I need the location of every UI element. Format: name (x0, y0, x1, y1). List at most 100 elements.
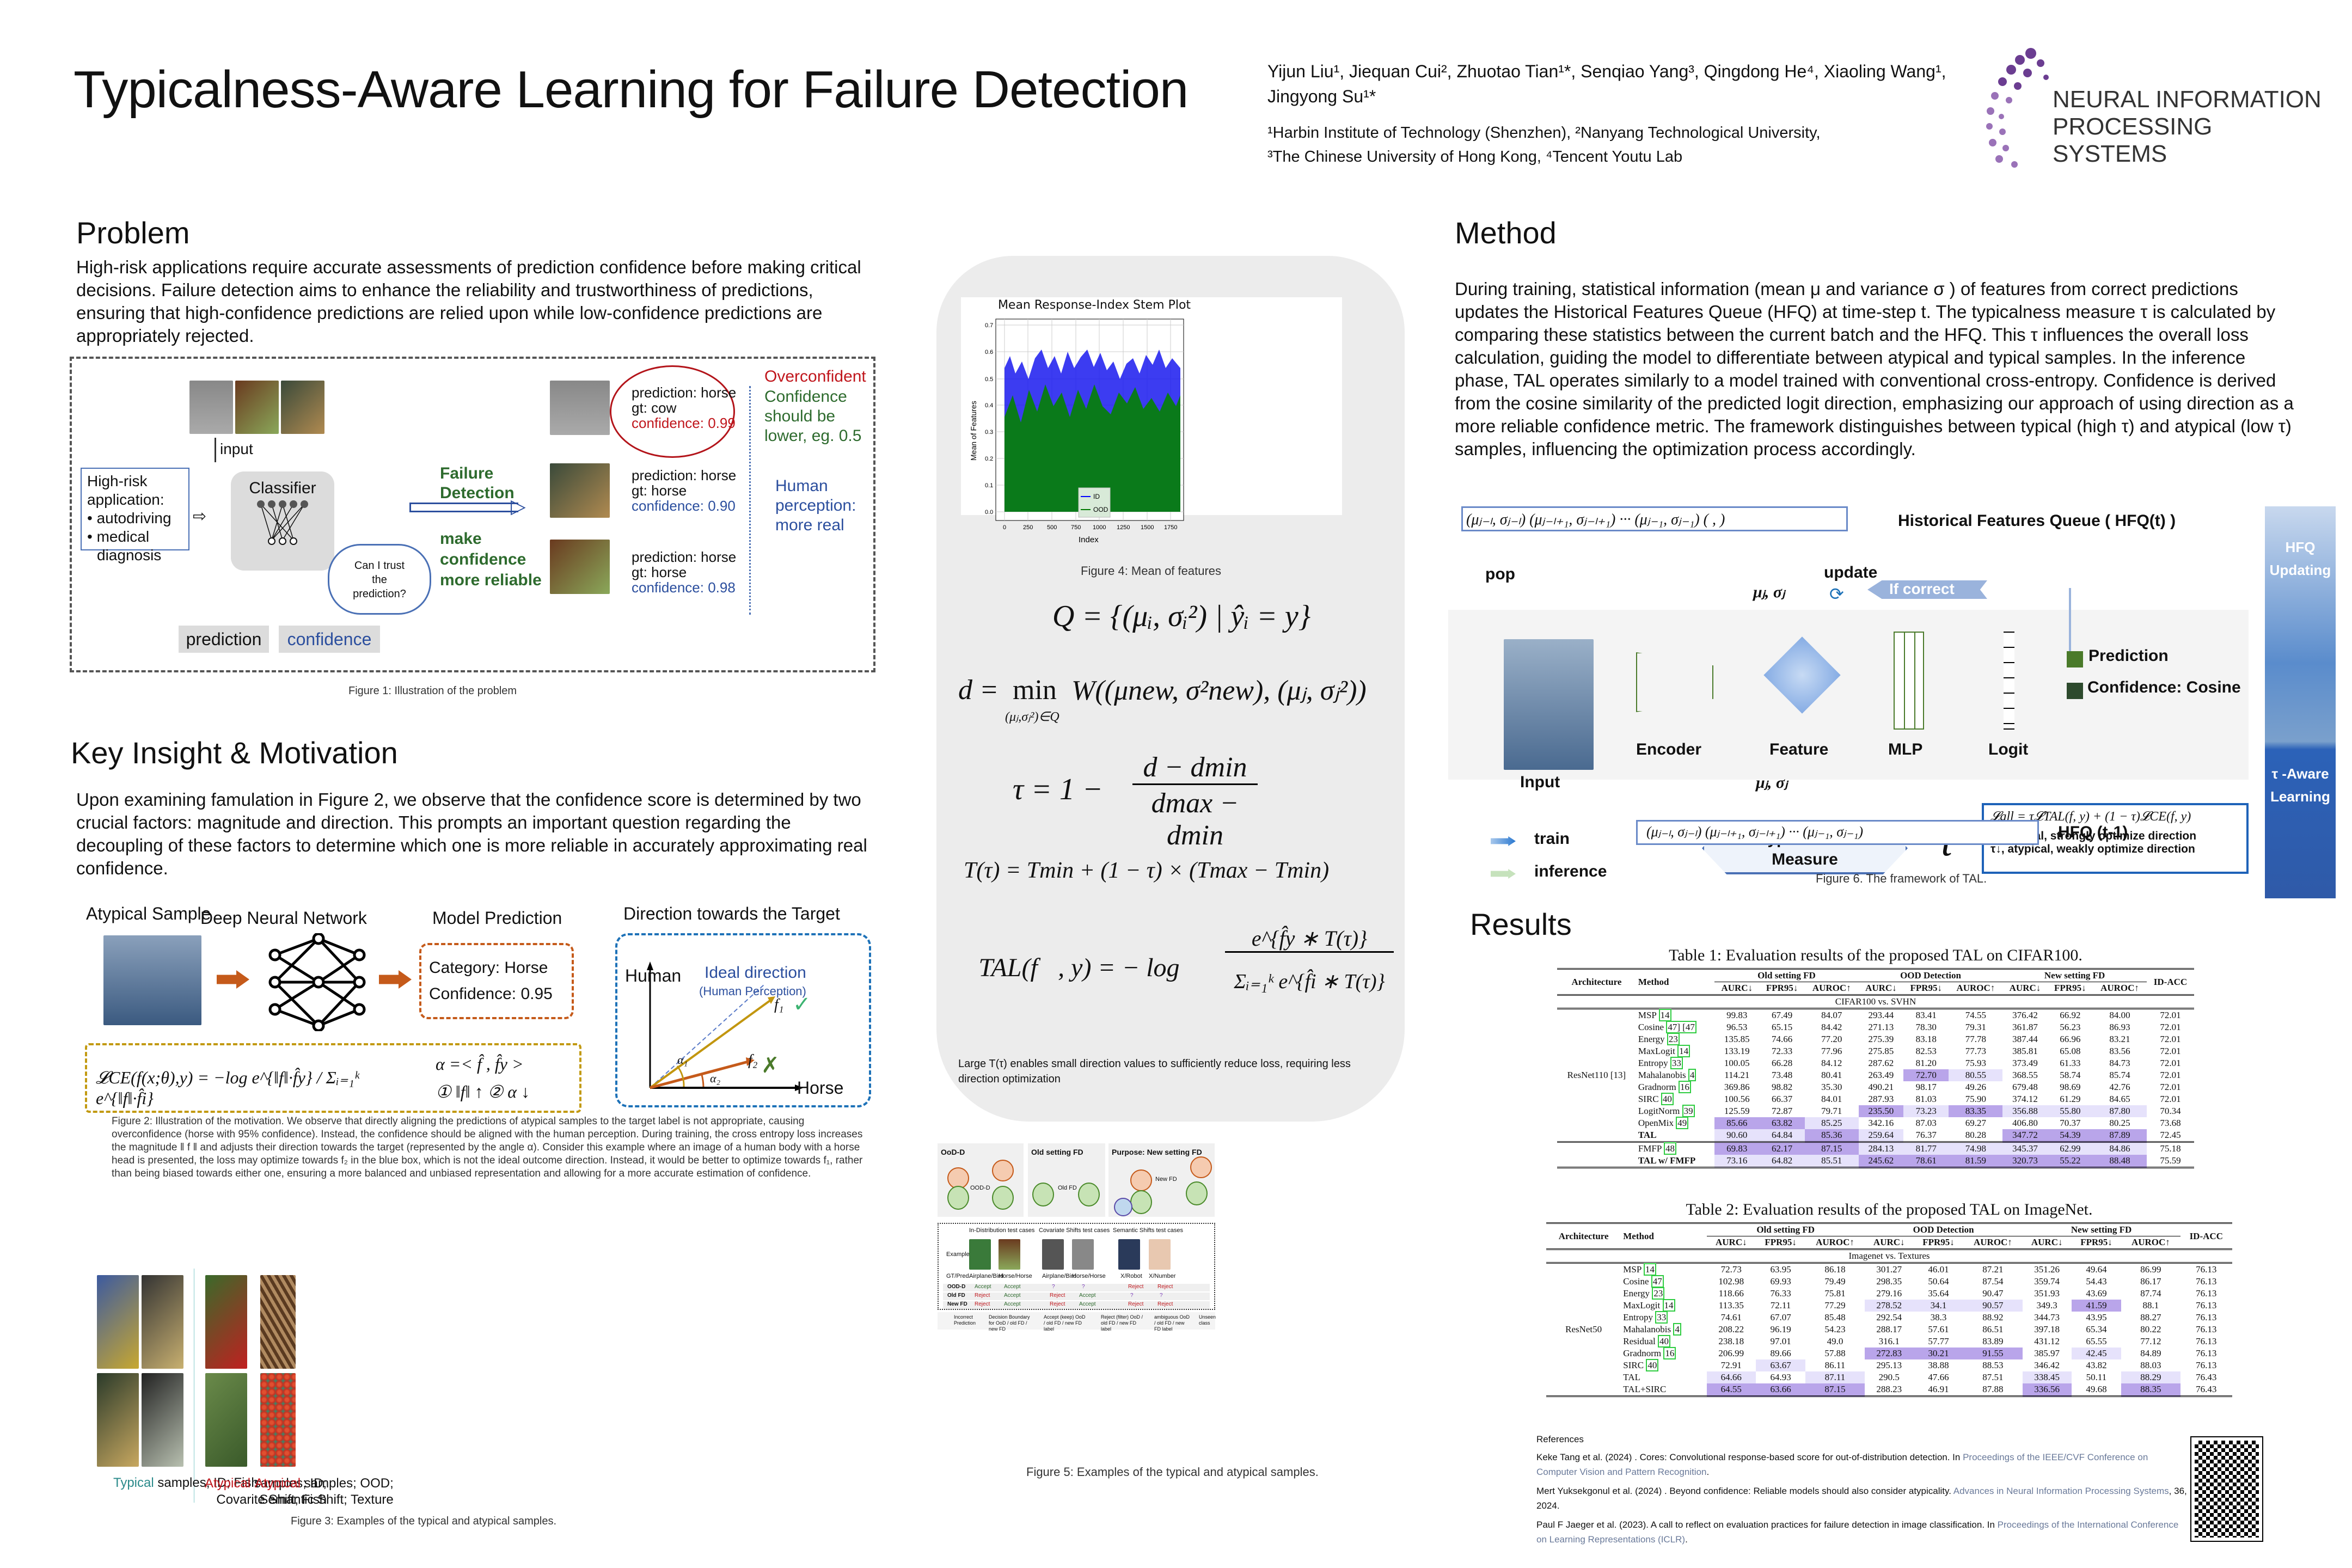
typical-fish-3 (97, 1373, 139, 1467)
human-perception-label-2: (Human Perception) (699, 984, 806, 998)
should-be-lower-label: Confidence should be lower, eg. 0.5 (764, 388, 862, 445)
figure-6-caption: Figure 6. The framework of TAL. (1816, 872, 1987, 885)
confidence-label: Confidence: Cosine (2087, 678, 2241, 696)
value-cell: 118.66 (1718, 1288, 1744, 1298)
equation-d: d = min (μⱼ,σⱼ²)∈Q W((μnew, σ²new), (μⱼ,… (958, 675, 1367, 724)
overconfident-circle (610, 365, 735, 458)
value-cell: 64.93 (1770, 1372, 1791, 1382)
value-cell: 50.64 (1928, 1276, 1949, 1287)
value-cell: 49.68 (2086, 1384, 2107, 1394)
value-cell: 85.74 (2109, 1070, 2130, 1080)
value-cell: 50.11 (2086, 1372, 2107, 1382)
mu-sigma-top: μⱼ, σⱼ (1753, 583, 1785, 601)
method-text: During training, statistical information… (1455, 279, 2294, 459)
figure-2-caption: Figure 2: Illustration of the motivation… (112, 1116, 863, 1179)
value-cell: 238.18 (1718, 1336, 1744, 1346)
reference-venue-link[interactable]: Proceedings of the IEEE/CVF Conference o… (1536, 1452, 2148, 1477)
affiliations: ¹Harbin Institute of Technology (Shenzhe… (1267, 121, 1948, 169)
value-cell: 98.17 (1915, 1082, 1937, 1092)
value-cell: 49.26 (1965, 1082, 1987, 1092)
value-cell: 99.83 (1726, 1010, 1748, 1020)
value-cell: 135.85 (1724, 1034, 1750, 1044)
value-cell: 87.51 (1982, 1372, 2004, 1382)
value-cell: 46.91 (1928, 1384, 1949, 1394)
chart-title: Mean Response-Index Stem Plot (997, 298, 1191, 312)
method-cell: Gradnorm 16 (1621, 1347, 1706, 1359)
value-cell: 46.01 (1928, 1264, 1949, 1275)
reference-venue-link[interactable]: Proceedings of the International Confere… (1536, 1520, 2179, 1545)
value-cell: 63.95 (1770, 1264, 1791, 1275)
method-cell: Residual 40 (1621, 1335, 1706, 1347)
value-cell: 49.64 (2086, 1264, 2107, 1275)
value-cell: 76.13 (2196, 1276, 2217, 1287)
value-cell: 84.73 (2109, 1058, 2130, 1068)
qr-code[interactable] (2190, 1436, 2263, 1542)
equation-tal-loss: 𝓛TAL(f⃗, y) = − log e^{f̂y ∗ T(τ)} Σᵢ₌₁ᵏ… (958, 926, 1399, 1013)
method-cell: Energy 23 (1621, 1287, 1706, 1300)
value-cell: 34.1 (1913, 1300, 1964, 1312)
authors: Yijun Liu¹, Jiequan Cui², Zhuotao Tian¹*… (1267, 62, 1946, 106)
value-cell: 56.23 (2060, 1022, 2081, 1032)
side-stage-bar: HFQ Updating τ -Aware Learning (2265, 506, 2336, 898)
value-cell: 272.83 (1864, 1347, 1914, 1359)
ce-loss-formula-box: 𝓛CE(f(x;θ),y) = −log e^{‖f‖·f̂y} / Σᵢ₌₁ᵏ… (85, 1043, 581, 1113)
col-direction: Direction towards the Target (623, 904, 840, 923)
atypical-covariate-1 (205, 1275, 247, 1369)
value-cell: 86.11 (1824, 1360, 1846, 1370)
value-cell: 74.98 (1949, 1142, 2003, 1155)
example-airplane-gray (1042, 1239, 1064, 1270)
svg-text:0.6: 0.6 (985, 349, 993, 356)
check-icon: ✓ (793, 993, 811, 1016)
value-cell: 38.3 (1930, 1312, 1947, 1322)
value-cell: 288.23 (1876, 1384, 1902, 1394)
value-cell: 63.67 (1755, 1359, 1806, 1371)
pop-label: pop (1485, 565, 1515, 583)
value-cell: 88.53 (1982, 1360, 2004, 1370)
value-cell: 83.56 (2109, 1046, 2130, 1056)
poster-title: Typicalness-Aware Learning for Failure D… (74, 60, 1189, 119)
value-cell: 345.37 (2002, 1142, 2048, 1155)
value-cell: 397.18 (2034, 1324, 2060, 1334)
value-cell: 85.66 (1714, 1117, 1760, 1129)
input-image-horse-2 (281, 381, 324, 434)
value-cell: 35.30 (1821, 1082, 1842, 1092)
if-correct-arrow: If correct (1867, 580, 1987, 599)
value-cell: 62.17 (1759, 1142, 1805, 1155)
value-cell: 76.13 (2196, 1324, 2217, 1334)
value-cell: 373.49 (2012, 1058, 2038, 1068)
value-cell: 58.74 (2060, 1070, 2081, 1080)
alpha1-label: α₁ (677, 1053, 688, 1067)
value-cell: 76.33 (1770, 1288, 1791, 1298)
value-cell: 87.21 (1982, 1264, 2004, 1275)
input-arrow (215, 438, 216, 462)
value-cell: 76.13 (2196, 1288, 2217, 1298)
figure-5-caption: Figure 5: Examples of the typical and at… (1026, 1465, 1319, 1479)
value-cell: 98.69 (2060, 1082, 2081, 1092)
alpha-definition: α =< f̂ , f̂y > (436, 1054, 524, 1074)
mu-sigma-bottom: μⱼ, σⱼ (1756, 774, 1788, 792)
value-cell: 88.35 (2121, 1383, 2180, 1396)
panel-ood-d: OoD-D OOD-D (938, 1143, 1024, 1217)
section-heading-motivation: Key Insight & Motivation (71, 736, 398, 770)
section-heading-results: Results (1470, 907, 1572, 941)
value-cell: 73.48 (1772, 1070, 1793, 1080)
value-cell: 287.93 (1868, 1094, 1894, 1104)
reference-venue-link[interactable]: Advances in Neural Information Processin… (1953, 1486, 2169, 1496)
value-cell: 86.17 (2140, 1276, 2161, 1287)
table-1-subheaders: AURC↓FPR95↓AUROC↑ AURC↓FPR95↓AUROC↑ AURC… (1557, 982, 2194, 995)
value-cell: 79.71 (1821, 1106, 1842, 1116)
value-cell: 374.12 (2012, 1094, 2038, 1104)
value-cell: 77.96 (1821, 1046, 1842, 1056)
value-cell: 72.01 (2160, 1046, 2181, 1056)
update-label: update (1824, 564, 1878, 581)
value-cell: 84.01 (1821, 1094, 1842, 1104)
value-cell: 263.49 (1868, 1070, 1894, 1080)
human-perception-label: Human perception: more real (775, 477, 856, 534)
